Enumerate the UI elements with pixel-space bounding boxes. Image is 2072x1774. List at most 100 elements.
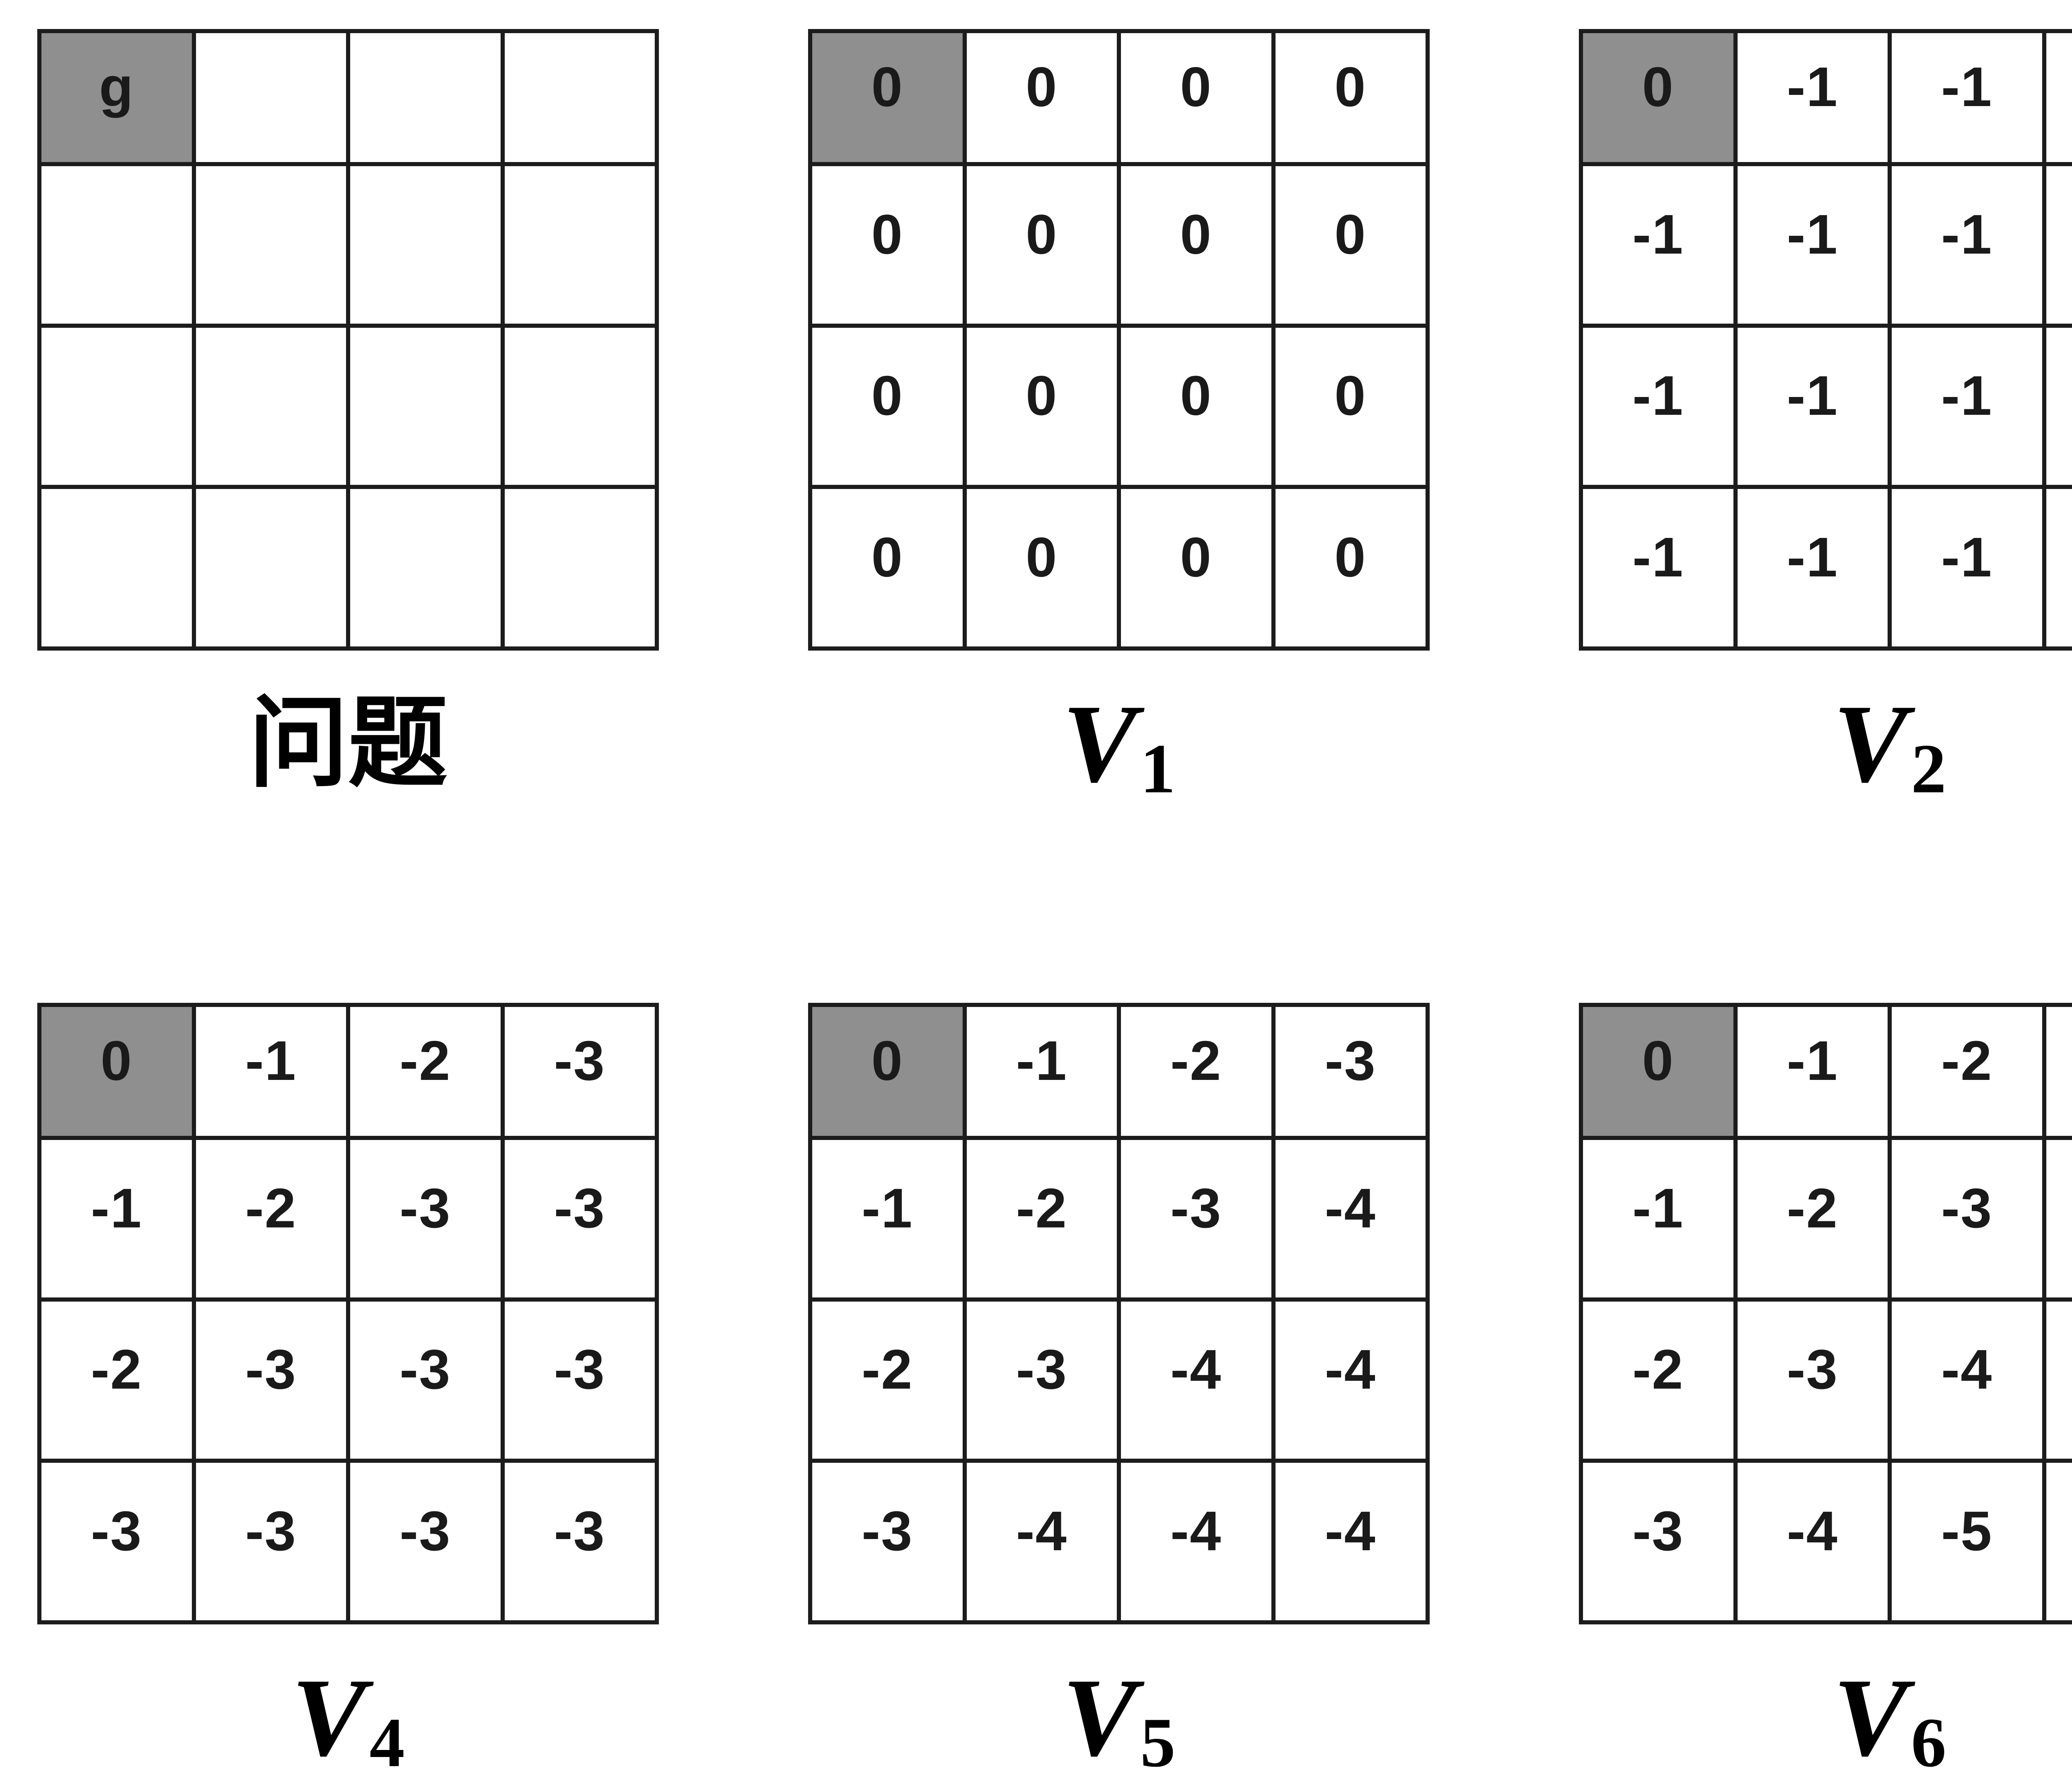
grid-cell: 0 — [1275, 33, 1426, 162]
cell-value: 0 — [1334, 525, 1367, 588]
goal-cell: 0 — [1583, 33, 1733, 162]
cell-value: -4 — [1941, 1338, 1993, 1401]
grid-cell: -2 — [1737, 1140, 1888, 1297]
caption-symbol: V — [1833, 682, 1908, 806]
cell-value: -1 — [1786, 525, 1838, 588]
cell-value: -3 — [554, 1029, 605, 1092]
goal-cell: 0 — [1583, 1007, 1733, 1136]
grid-cell: 0 — [1121, 489, 1271, 646]
grid-cell: -1 — [1737, 33, 1888, 162]
cell-value: -3 — [91, 1499, 143, 1562]
cell-value: 0 — [1334, 56, 1367, 119]
value-grid-problem: g — [37, 29, 659, 651]
grid-cell: -2 — [41, 1301, 192, 1459]
grid-cell: -4 — [1121, 1463, 1271, 1620]
grid-cell: -1 — [41, 1140, 192, 1297]
cell-value: -2 — [1786, 1176, 1838, 1239]
cell-value: -1 — [1016, 1029, 1067, 1092]
cell-value: -5 — [1941, 1499, 1993, 1562]
grid-cell: -3 — [504, 1140, 655, 1297]
grid-cell: 0 — [812, 327, 963, 485]
caption-subscript: 1 — [1140, 730, 1176, 808]
grid-cell: -1 — [2046, 166, 2072, 324]
cell-value: -3 — [1016, 1338, 1067, 1401]
cell-value: 0 — [1180, 364, 1212, 427]
grid-cell: 0 — [966, 33, 1117, 162]
cell-value: -2 — [399, 1029, 451, 1092]
cell-value: -3 — [1941, 1176, 1993, 1239]
grid-cell: -3 — [504, 1463, 655, 1620]
cell-value: 0 — [1334, 364, 1367, 427]
cell-value: -1 — [1941, 56, 1993, 119]
grid-cell: 0 — [1275, 327, 1426, 485]
grid-cell — [504, 327, 655, 485]
value-grid-v5: 0-1-2-3-1-2-3-4-2-3-4-4-3-4-4-4 — [808, 1003, 1430, 1624]
grid-cell: -4 — [1892, 1301, 2042, 1459]
cell-value: 0 — [871, 364, 903, 427]
grid-cell: -5 — [2046, 1301, 2072, 1459]
grid-cell: -3 — [350, 1463, 501, 1620]
cell-value: -1 — [1786, 364, 1838, 427]
cell-value: -4 — [1170, 1338, 1222, 1401]
figure-problem: g 问题 — [37, 29, 659, 796]
cell-value: -2 — [1632, 1338, 1684, 1401]
cell-value: -1 — [1786, 56, 1838, 119]
caption-subscript: 4 — [369, 1704, 405, 1774]
grid-cell — [196, 327, 346, 485]
grid-cell: -1 — [2046, 33, 2072, 162]
grid-cell — [350, 166, 501, 324]
cell-value: -4 — [1170, 1499, 1222, 1562]
cell-value: -1 — [862, 1176, 913, 1239]
cell-value: -2 — [1016, 1176, 1067, 1239]
cell-value: 0 — [1026, 56, 1058, 119]
grid-cell: 0 — [966, 327, 1117, 485]
grid-cell: 0 — [1121, 166, 1271, 324]
cell-value: -2 — [862, 1338, 913, 1401]
grid-cell — [196, 489, 346, 646]
cell-value: -2 — [1170, 1029, 1222, 1092]
caption-symbol: V — [1833, 1655, 1908, 1774]
value-grid-v4: 0-1-2-3-1-2-3-3-2-3-3-3-3-3-3-3 — [37, 1003, 659, 1624]
grid-cell: -5 — [2046, 1463, 2072, 1620]
cell-value: -1 — [1632, 364, 1684, 427]
grid-cell: 0 — [966, 166, 1117, 324]
grid-cell: -1 — [1892, 489, 2042, 646]
cell-value: -1 — [1941, 364, 1993, 427]
grid-cell: -3 — [196, 1301, 346, 1459]
cell-value: -4 — [1324, 1499, 1376, 1562]
grid-cell: -2 — [1121, 1007, 1271, 1136]
grid-cell: -1 — [1892, 33, 2042, 162]
grid-caption: 问题 — [37, 692, 659, 796]
grid-cell: -4 — [1275, 1140, 1426, 1297]
grid-cell: -3 — [966, 1301, 1117, 1459]
grid-cell: -1 — [812, 1140, 963, 1297]
grid-cell: -1 — [1892, 166, 2042, 324]
cell-value: -1 — [1632, 1176, 1684, 1239]
cell-value: -2 — [1941, 1029, 1993, 1092]
grid-cell: -4 — [1121, 1301, 1271, 1459]
grid-cell — [41, 489, 192, 646]
grid-cell: 0 — [812, 166, 963, 324]
grid-cell: -3 — [350, 1140, 501, 1297]
cell-value: -2 — [91, 1338, 143, 1401]
cell-value: 0 — [100, 1029, 133, 1092]
cell-value: -4 — [1786, 1499, 1838, 1562]
cell-value: 0 — [1642, 56, 1674, 119]
cell-value: -3 — [862, 1499, 913, 1562]
cell-value: 0 — [1180, 56, 1212, 119]
cell-value: 0 — [1180, 203, 1212, 266]
grid-cell: -3 — [1583, 1463, 1733, 1620]
grid-cell — [350, 33, 501, 162]
grid-cell: -1 — [1737, 166, 1888, 324]
value-grid-v6: 0-1-2-3-1-2-3-4-2-3-4-5-3-4-5-5 — [1579, 1003, 2072, 1624]
grid-cell: -2 — [966, 1140, 1117, 1297]
grid-cell: -1 — [1583, 166, 1733, 324]
grid-cell: -1 — [966, 1007, 1117, 1136]
